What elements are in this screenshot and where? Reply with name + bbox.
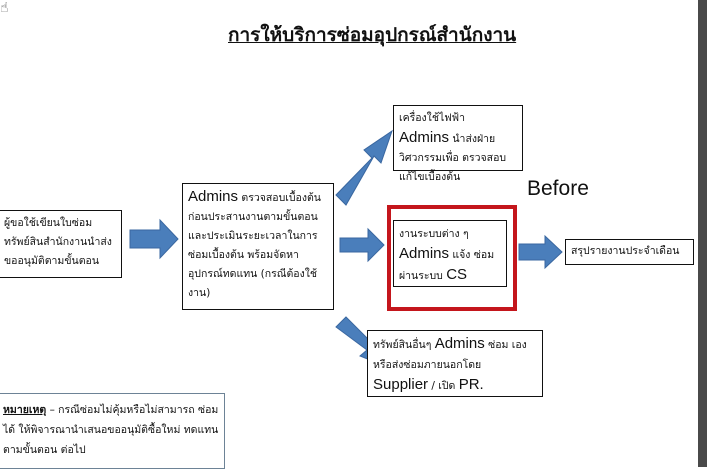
systems-pre: งานระบบต่าง ๆ: [399, 228, 469, 240]
open-label: / เปิด: [431, 380, 456, 392]
note-label: หมายเหตุ: [3, 404, 47, 416]
other-assets-box: ทรัพย์สินอื่นๆ Admins ซ่อม เองหรือส่งซ่อ…: [367, 330, 543, 397]
electrical-step-box: เครื่องใช้ไฟฟ้า Admins นำส่งฝ่ายวิศวกรรม…: [393, 105, 523, 183]
request-step-text: ผู้ขอใช้เขียนใบซ่อม ทรัพย์สินสำนักงานนำส…: [4, 217, 112, 267]
admins-label: Admins: [399, 129, 450, 146]
other-mid: ซ่อม เองหรือส่งซ่อมภายนอกโดย: [373, 339, 527, 371]
before-label: Before: [527, 177, 589, 200]
arrow-up-right: [335, 129, 393, 206]
page-title: การให้บริการซ่อมอุปกรณ์สำนักงาน: [228, 25, 517, 46]
supplier-label: Supplier: [373, 376, 429, 393]
note-box: หมายเหตุ – กรณีซ่อมไม่คุ้มหรือไม่สามารถ …: [0, 393, 225, 469]
systems-step-box: งานระบบต่าง ๆ Admins แจ้ง ซ่อม ผ่านระบบ …: [393, 220, 507, 287]
summary-step-box: สรุปรายงานประจำเดือน: [565, 239, 694, 265]
electrical-text: นำส่งฝ่ายวิศวกรรมเพื่อ ตรวจสอบแก้ไขเบื้อ…: [399, 133, 507, 183]
request-step-box: ผู้ขอใช้เขียนใบซ่อม ทรัพย์สินสำนักงานนำส…: [0, 210, 122, 278]
systems-post: ผ่านระบบ: [399, 270, 443, 282]
admin-check-text: ตรวจสอบเบื้องต้น ก่อนประสานงานตามขั้นตอน…: [188, 192, 321, 299]
summary-text: สรุปรายงานประจำเดือน: [571, 245, 680, 257]
systems-mid: แจ้ง ซ่อม: [452, 249, 495, 261]
arrow-right-1: [129, 218, 179, 260]
note-dash: –: [49, 404, 55, 416]
other-pre: ทรัพย์สินอื่นๆ: [373, 339, 432, 351]
admin-check-box: Admins ตรวจสอบเบื้องต้น ก่อนประสานงานตาม…: [182, 183, 334, 310]
admins-label: Admins: [434, 335, 485, 352]
pr-label: PR.: [458, 376, 484, 393]
scrollbar[interactable]: [698, 0, 707, 467]
highlight-frame: [387, 205, 517, 311]
hand-cursor-icon: ☝: [0, 0, 9, 16]
admins-label: Admins: [188, 188, 239, 205]
note-text: กรณีซ่อมไม่คุ้มหรือไม่สามารถ ซ่อมได้ ให้…: [3, 404, 219, 456]
admins-label: Admins: [399, 245, 450, 262]
arrow-right-2: [339, 227, 385, 263]
electrical-pre: เครื่องใช้ไฟฟ้า: [399, 112, 465, 124]
arrow-right-3: [518, 234, 563, 270]
cs-label: CS: [446, 266, 468, 283]
